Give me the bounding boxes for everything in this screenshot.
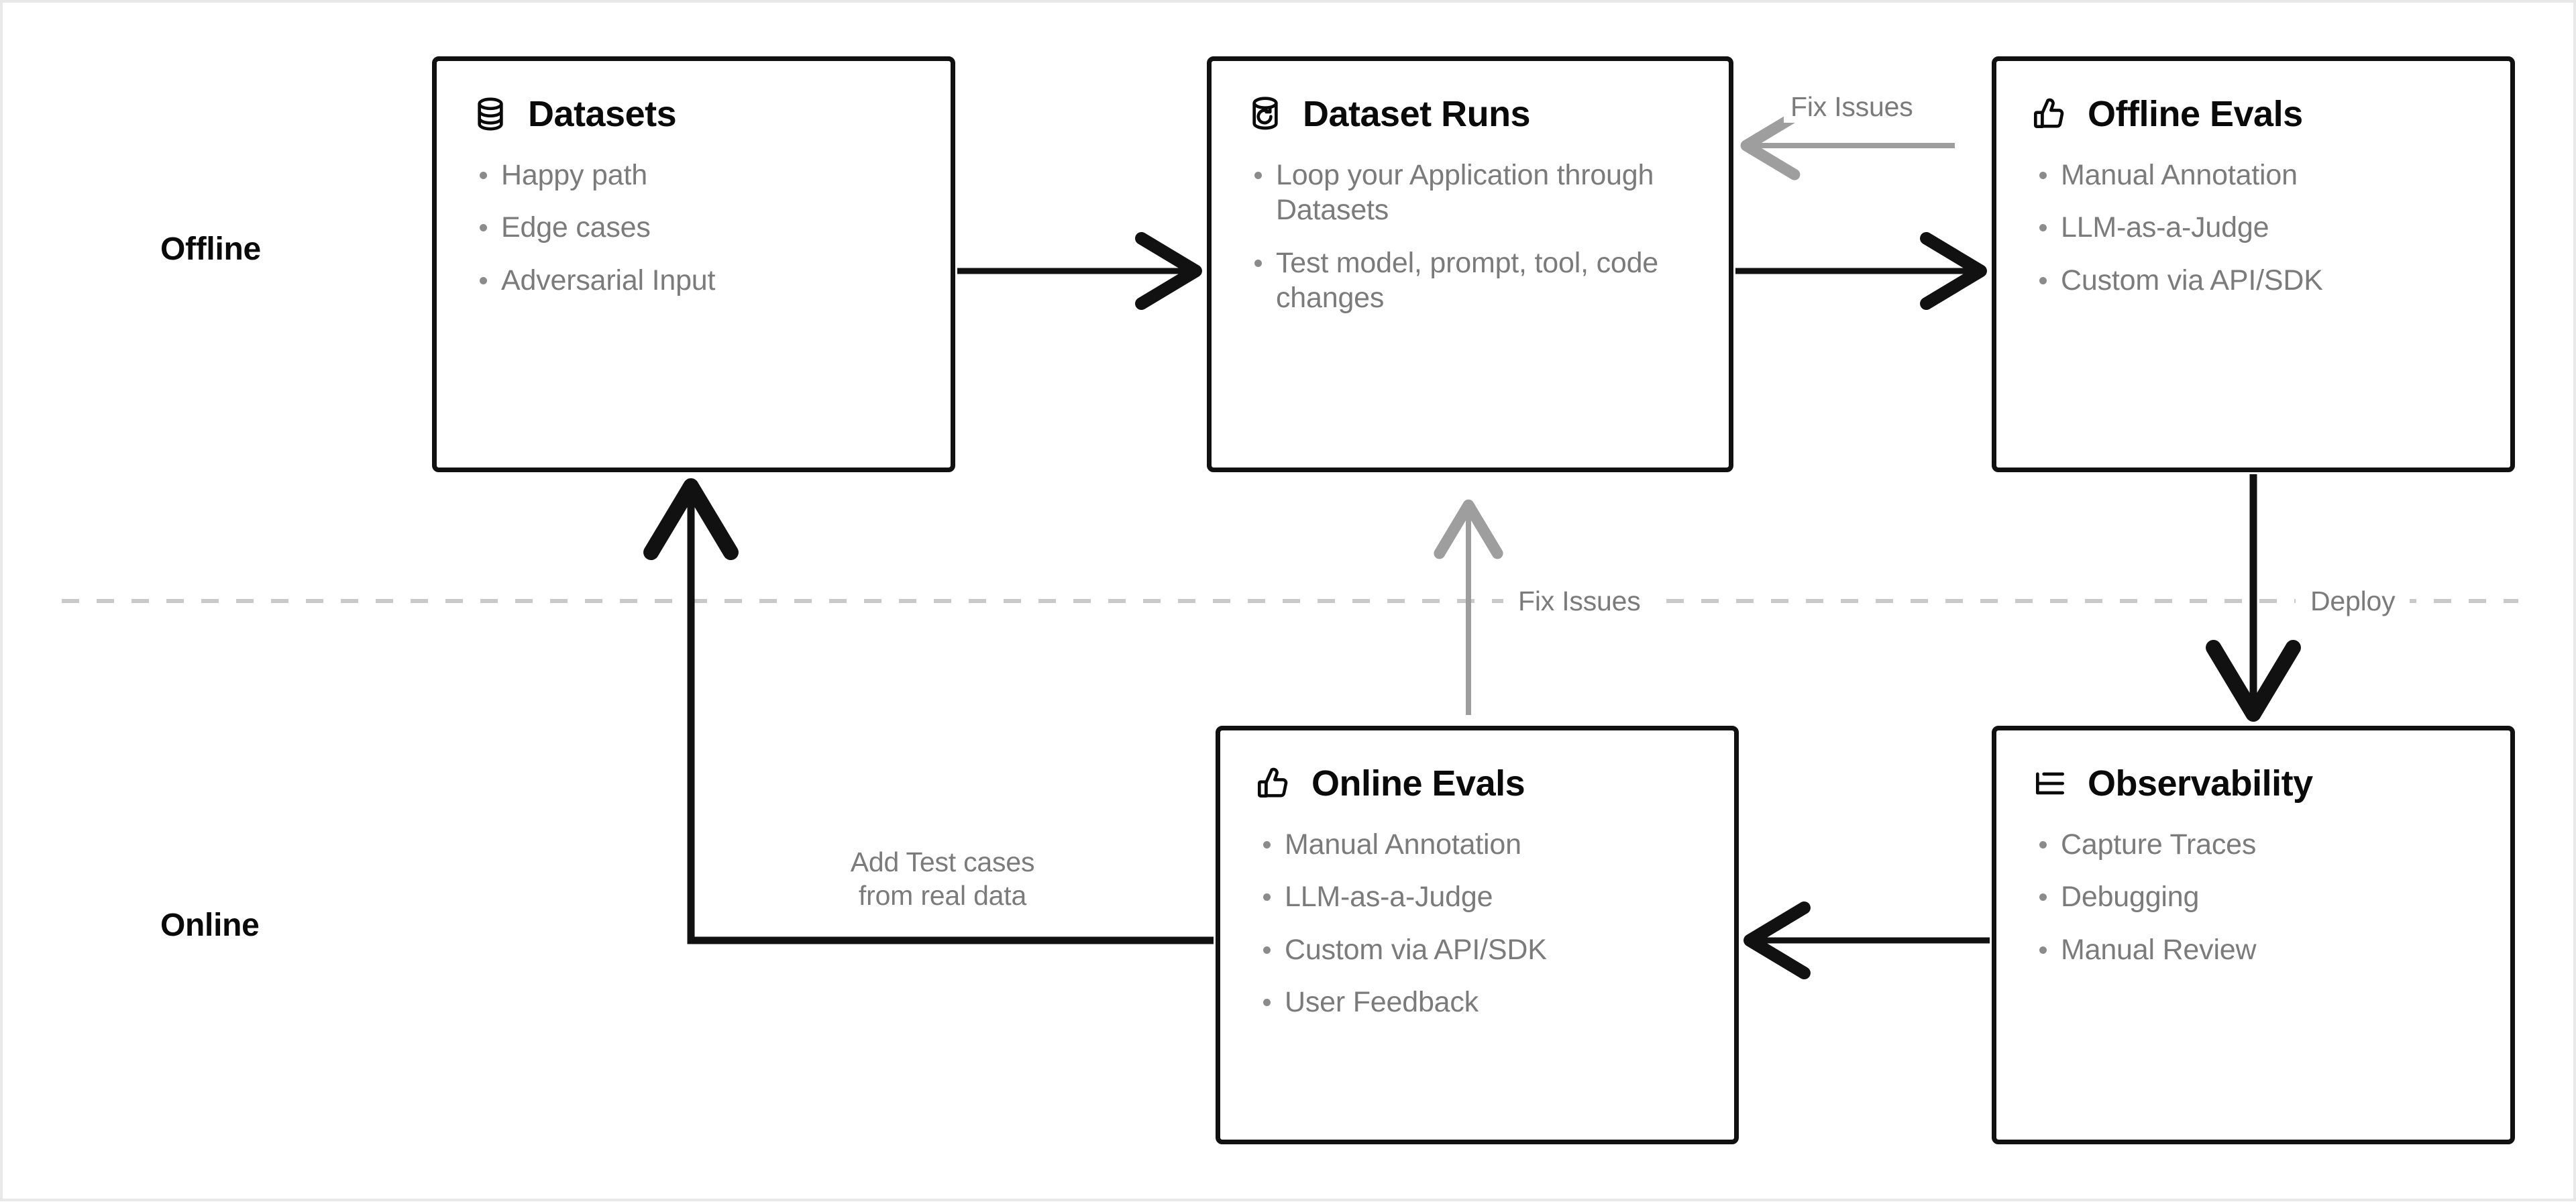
node-offline-evals[interactable]: Offline Evals Manual Annotation LLM-as-a… <box>1992 56 2515 472</box>
lane-label-offline: Offline <box>160 231 261 267</box>
node-dataset-runs[interactable]: Dataset Runs Loop your Application throu… <box>1207 56 1733 472</box>
edge-label-add-test-cases: Add Test cases from real data <box>812 841 1073 917</box>
bullet-list: Loop your Application through Datasets T… <box>1246 158 1694 316</box>
bullet-list: Capture Traces Debugging Manual Review <box>2031 827 2475 967</box>
list-item: Manual Annotation <box>2031 158 2475 193</box>
node-title: Dataset Runs <box>1303 94 1531 134</box>
bullet-list: Manual Annotation LLM-as-a-Judge Custom … <box>2031 158 2475 298</box>
list-item: Capture Traces <box>2031 827 2475 862</box>
bullet-list: Manual Annotation LLM-as-a-Judge Custom … <box>1255 827 1699 1020</box>
list-item: User Feedback <box>1255 985 1699 1020</box>
list-item: Debugging <box>2031 879 2475 914</box>
lane-label-online: Online <box>160 908 260 943</box>
node-observability[interactable]: Observability Capture Traces Debugging M… <box>1992 726 2515 1144</box>
list-item: LLM-as-a-Judge <box>2031 210 2475 245</box>
node-online-evals[interactable]: Online Evals Manual Annotation LLM-as-a-… <box>1216 726 1739 1144</box>
list-item: Custom via API/SDK <box>1255 932 1699 967</box>
list-item: Happy path <box>472 158 916 193</box>
edge-label-deploy: Deploy <box>2296 583 2410 620</box>
node-header: Dataset Runs <box>1246 93 1694 135</box>
list-item: Loop your Application through Datasets <box>1246 158 1694 228</box>
node-title: Offline Evals <box>2088 94 2303 134</box>
list-item: Edge cases <box>472 210 916 245</box>
node-header: Offline Evals <box>2031 93 2475 135</box>
list-item: Manual Review <box>2031 932 2475 967</box>
list-item: LLM-as-a-Judge <box>1255 879 1699 914</box>
thumbs-up-icon <box>2033 98 2064 129</box>
list-item: Test model, prompt, tool, code changes <box>1246 245 1694 316</box>
node-header: Datasets <box>472 93 916 135</box>
node-title: Observability <box>2088 763 2313 804</box>
list-item: Custom via API/SDK <box>2031 263 2475 298</box>
edge-label-fix-issues-top: Fix Issues <box>1784 91 1920 123</box>
thumbs-up-icon <box>1257 767 1288 798</box>
node-title: Online Evals <box>1311 763 1525 804</box>
list-lines-icon <box>2036 772 2064 795</box>
database-refresh-icon <box>1252 97 1278 130</box>
node-header: Observability <box>2031 763 2475 804</box>
database-icon <box>478 97 503 131</box>
node-datasets[interactable]: Datasets Happy path Edge cases Adversari… <box>432 56 955 472</box>
edge-label-fix-issues-middle: Fix Issues <box>1503 583 1656 620</box>
node-header: Online Evals <box>1255 763 1699 804</box>
bullet-list: Happy path Edge cases Adversarial Input <box>472 158 916 298</box>
list-item: Manual Annotation <box>1255 827 1699 862</box>
add-test-cases-line-1: Add Test cases <box>850 846 1035 877</box>
node-title: Datasets <box>528 94 677 134</box>
add-test-cases-line-2: from real data <box>858 880 1027 912</box>
list-item: Adversarial Input <box>472 263 916 298</box>
